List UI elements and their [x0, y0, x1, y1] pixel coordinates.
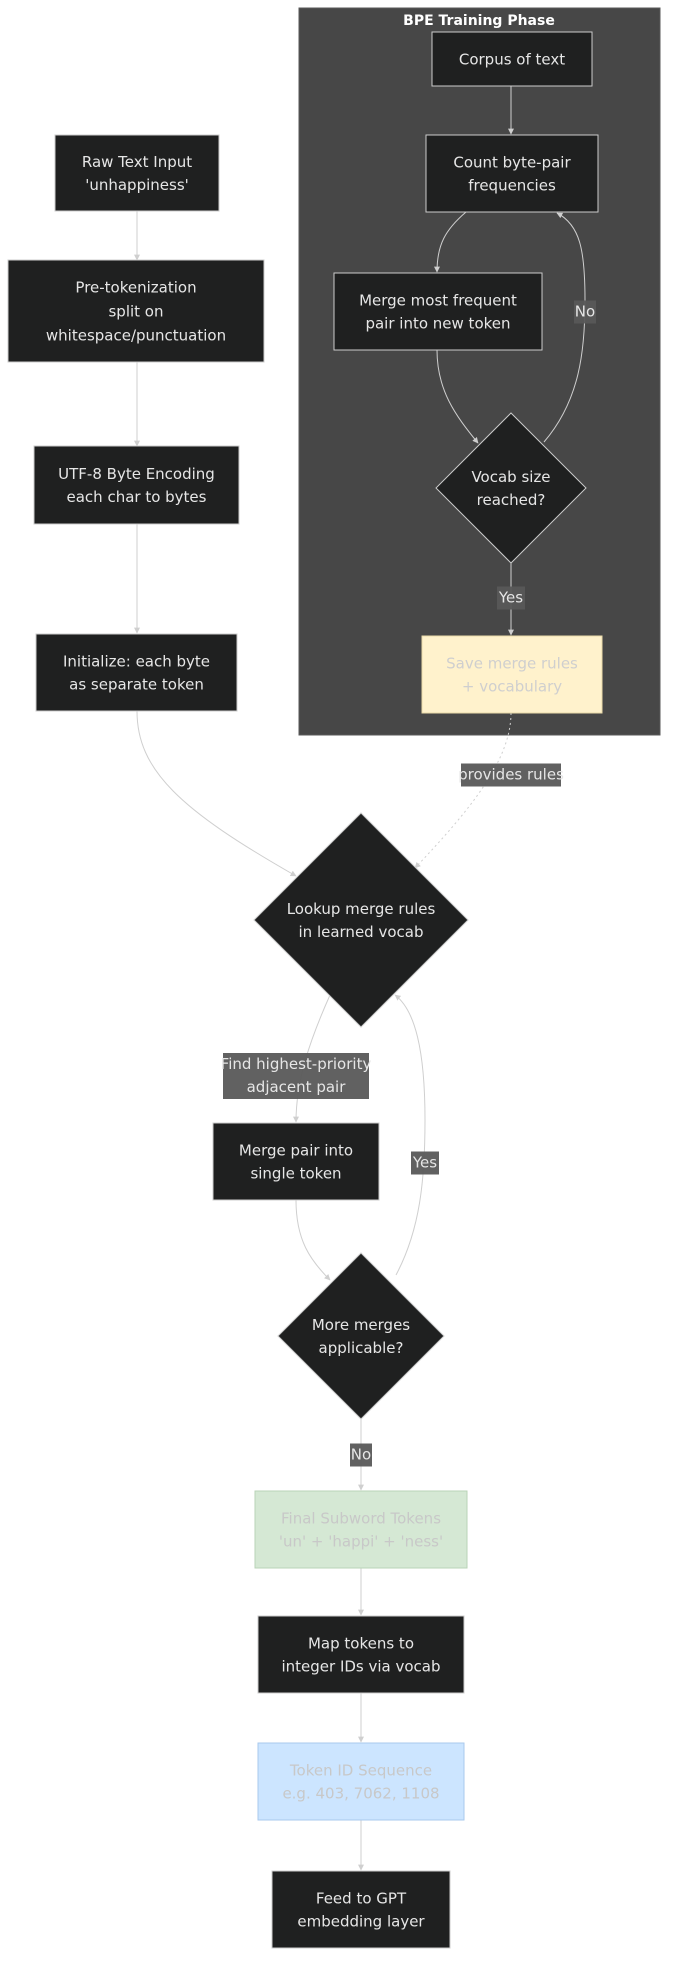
save-rules-node: Save merge rules + vocabulary: [421, 635, 603, 714]
merge-pair-label-line: single token: [250, 1164, 341, 1182]
edge-count-to-merge: [434, 211, 467, 273]
edge-label-text: Yes: [412, 1154, 437, 1172]
token-ids-box: [257, 1742, 465, 1821]
edge-label-bg: [497, 586, 525, 610]
merge-pair-node: Merge pair into single token: [212, 1122, 380, 1201]
pretokenization-label-line: Pre-tokenization: [75, 278, 196, 296]
final-tokens-label-line: 'un' + 'happi' + 'ness': [279, 1532, 443, 1550]
save-rules-box: [421, 635, 603, 714]
token-ids-label-line: e.g. 403, 7062, 1108: [282, 1784, 439, 1802]
training-phase-cluster: BPE Training Phase: [298, 7, 661, 736]
edge-initialize-to-lookup: [136, 710, 297, 877]
corpus-node: Corpus of text: [431, 31, 593, 87]
cluster-title: BPE Training Phase: [403, 13, 555, 29]
rect-nodes: Raw Text Input 'unhappiness' Pre-tokenizat…: [7, 31, 603, 1949]
edge-label-provides-rules: provides rules: [458, 763, 564, 787]
edge-label-yes-training: Yes: [497, 586, 525, 610]
corpus-label-line: Corpus of text: [459, 50, 565, 68]
edge-label-no-merge: No: [350, 1443, 372, 1467]
vocab-size-decision: Vocab size reached?: [435, 412, 587, 564]
vocab-size-label-line: reached?: [477, 491, 546, 509]
edge-label-text: No: [575, 303, 595, 321]
save-rules-label-line: + vocabulary: [462, 677, 562, 695]
merge-pair-box: [212, 1122, 380, 1201]
edge-save-to-lookup: [414, 712, 512, 869]
feed-gpt-label-line: Feed to GPT: [316, 1889, 407, 1907]
feed-gpt-label-line: embedding layer: [297, 1912, 425, 1930]
edge-label-find-pair: Find highest-priority adjacent pair: [221, 1053, 372, 1099]
lookup-rules-label-line: in learned vocab: [299, 923, 424, 941]
more-merges-decision: More merges applicable?: [277, 1252, 445, 1420]
diamond-nodes: Vocab size reached? Lookup merge rules in l…: [253, 412, 587, 1420]
raw-input-label-line: Raw Text Input: [82, 153, 192, 171]
merge-pair-label-line: Merge pair into: [239, 1141, 353, 1159]
map-ids-label-line: Map tokens to: [308, 1634, 414, 1652]
vocab-size-label-line: Vocab size: [471, 468, 550, 486]
edge-label-bg: [574, 300, 596, 324]
count-pairs-node: Count byte-pair frequencies: [425, 134, 599, 213]
edge-label-text: adjacent pair: [247, 1078, 347, 1096]
more-merges-diamond: [277, 1252, 445, 1420]
feed-gpt-node: Feed to GPT embedding layer: [271, 1870, 451, 1949]
map-ids-label-line: integer IDs via vocab: [281, 1657, 440, 1675]
pretokenization-node: Pre-tokenization split on whitespace/punct…: [7, 259, 265, 363]
edge-merge-to-vocab: [436, 349, 479, 444]
edge-label-bg: [411, 1151, 439, 1175]
initialize-box: [35, 633, 238, 712]
token-ids-label-line: Token ID Sequence: [289, 1761, 432, 1779]
raw-input-box: [54, 134, 220, 212]
pretokenization-label-line: split on: [108, 302, 163, 320]
final-tokens-label-line: Final Subword Tokens: [281, 1509, 441, 1527]
edge-label-bg: [461, 763, 561, 787]
edge-label-bg: [223, 1053, 369, 1099]
vocab-size-diamond: [435, 412, 587, 564]
edge-label-no-training: No: [574, 300, 596, 324]
pretokenization-label-line: whitespace/punctuation: [46, 326, 226, 344]
pretokenization-box: [7, 259, 265, 363]
merge-frequent-label-line: pair into new token: [365, 314, 510, 332]
raw-input-label-line: 'unhappiness': [85, 176, 189, 194]
final-tokens-node: Final Subword Tokens 'un' + 'happi' + 'ne…: [254, 1490, 468, 1569]
map-ids-node: Map tokens to integer IDs via vocab: [257, 1615, 465, 1694]
edge-mergepair-to-moremerges: [295, 1199, 331, 1281]
more-merges-label-line: More merges: [312, 1316, 410, 1334]
lookup-rules-diamond: [253, 812, 469, 1028]
edge-label-text: Find highest-priority: [221, 1055, 372, 1073]
utf8-encoding-node: UTF-8 Byte Encoding each char to bytes: [33, 445, 240, 525]
more-merges-label-line: applicable?: [319, 1339, 404, 1357]
token-ids-node: Token ID Sequence e.g. 403, 7062, 1108: [257, 1742, 465, 1821]
edge-moremerges-yes-to-lookup: [394, 994, 426, 1276]
initialize-node: Initialize: each byte as separate token: [35, 633, 238, 712]
lookup-rules-decision: Lookup merge rules in learned vocab: [253, 812, 469, 1028]
utf8-encoding-label-line: each char to bytes: [67, 488, 207, 506]
raw-input-node: Raw Text Input 'unhappiness': [54, 134, 220, 212]
final-tokens-box: [254, 1490, 468, 1569]
edge-label-text: provides rules: [458, 766, 564, 784]
save-rules-label-line: Save merge rules: [446, 654, 578, 672]
initialize-label-line: Initialize: each byte: [63, 652, 210, 670]
utf8-encoding-label-line: UTF-8 Byte Encoding: [58, 465, 215, 483]
edge-label-text: No: [351, 1446, 371, 1464]
count-pairs-box: [425, 134, 599, 213]
edge-label-bg: [350, 1443, 372, 1467]
corpus-box: [431, 31, 593, 87]
lookup-rules-label-line: Lookup merge rules: [287, 900, 436, 918]
map-ids-box: [257, 1615, 465, 1694]
edge-label-yes-merge: Yes: [411, 1151, 439, 1175]
merge-frequent-node: Merge most frequent pair into new token: [333, 272, 543, 351]
count-pairs-label-line: frequencies: [468, 176, 556, 194]
feed-gpt-box: [271, 1870, 451, 1949]
initialize-label-line: as separate token: [69, 675, 204, 693]
merge-frequent-label-line: Merge most frequent: [359, 291, 517, 309]
utf8-encoding-box: [33, 445, 240, 525]
edge-vocab-no-to-count: [543, 212, 586, 443]
merge-frequent-box: [333, 272, 543, 351]
count-pairs-label-line: Count byte-pair: [453, 153, 571, 171]
edge-label-text: Yes: [498, 589, 523, 607]
